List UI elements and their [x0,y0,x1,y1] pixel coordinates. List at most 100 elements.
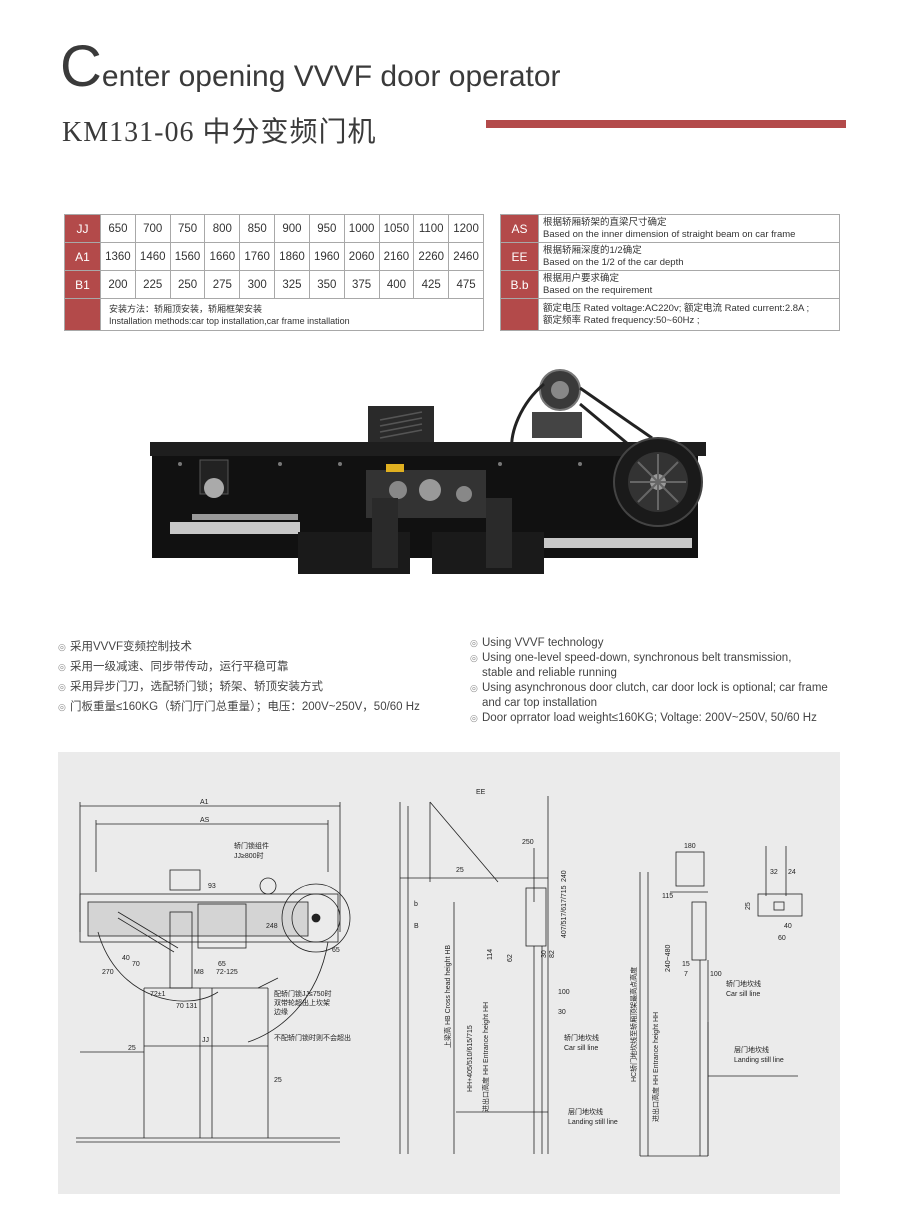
dim-62: 62 [507,954,514,962]
dim-as: AS [200,817,210,824]
dim-25d: 25 [745,902,752,910]
spec-cell: 1200 [448,214,484,243]
dim-65b: 65 [218,961,226,968]
dim-25: 25 [274,1077,282,1084]
label-car-sill-en2: Car sill line [726,991,760,998]
spec-cell: 650 [100,214,136,243]
dim-180: 180 [684,843,696,850]
spec-cell: 1000 [343,214,380,243]
note-no-lock: 不配轿门锁时则不会超出 [274,1033,351,1042]
label-hh: HH+405/510/615/715 [467,1025,474,1092]
rating-line: 额定频率 Rated frequency:50~60Hz ; [543,314,700,326]
spec-cell: 1100 [413,214,450,243]
spec-cell: 425 [413,270,450,299]
label-car-lock: 轿门锁组件 [234,841,269,850]
dim-60: 60 [778,935,786,942]
dim-b: b [414,901,418,908]
spec-cell: 800 [204,214,241,243]
dim-40b: 40 [784,923,792,930]
notes-label-empty [500,298,539,331]
spec-cell: 1460 [134,242,171,271]
label-entrance-hh2: 进出口高度 HH Entrance height HH [651,1012,660,1122]
spec-cell: 1660 [204,242,241,271]
feature-item: ◎采用VVVF变频控制技术 [58,640,420,655]
features-cn-list: ◎采用VVVF变频控制技术 ◎ 采用一级减速、同步带传动，运行平稳可靠 ◎ 采用异步… [58,640,420,720]
spec-cell: 1360 [100,242,136,271]
dim-a1: A1 [200,799,209,806]
dim-7: 7 [684,971,688,978]
install-cn: 安装方法：轿厢顶安装，轿厢框架安装 [109,303,263,314]
feature-text: and car top installation [482,697,598,709]
label-car-sill-cn: 轿门地坎线 [564,1033,599,1042]
spec-row-b1: B1 200 225 250 275 300 325 350 375 400 4… [64,270,484,299]
label-entrance-hh: 进出口高度 HH Entrance height HH [481,1002,490,1112]
dim-24: 24 [788,869,796,876]
feature-text: 采用异步门刀，选配轿门锁；轿架、轿顶安装方式 [70,681,323,693]
bullet-icon: ◎ [470,713,478,723]
spec-row-jj: JJ 650 700 750 800 850 900 950 1000 1050… [64,214,484,243]
dim-82: 82 [549,950,556,958]
bullet-icon: ◎ [470,653,478,663]
spec-cell: 2060 [343,242,380,271]
page-subtitle: KM131-06 中分变频门机 [62,117,377,148]
notes-en: Based on the 1/2 of the car depth [543,256,684,268]
spec-row-a1: A1 1360 1460 1560 1660 1760 1860 1960 20… [64,242,484,271]
spec-cell: 2160 [378,242,415,271]
spec-cell: 700 [134,214,171,243]
dim-40: 40 [122,955,130,962]
bullet-icon: ◎ [58,662,66,672]
dim-72-125: 72-125 [216,969,238,976]
dim-240: 240 [561,870,568,882]
spec-cell: 275 [204,270,241,299]
label-landing-cn2: 层门地坎线 [734,1045,769,1054]
notes-label: EE [500,242,539,271]
dim-115: 115 [662,893,673,900]
feature-text: Using asynchronous door clutch, car door… [482,682,828,694]
install-en: Installation methods:car top installatio… [109,315,350,326]
dim-range: 407/517/617/715 [561,885,568,938]
dim-70: 70 [132,961,140,968]
spec-row-install: 安装方法：轿厢顶安装，轿厢框架安装 Installation methods:c… [64,298,484,331]
note-750: 边缘 [274,1007,288,1016]
bullet-icon: ◎ [470,683,478,693]
feature-item: ◎Using one-level speed-down, synchronous… [470,651,828,666]
feature-text: Door oprrator load weight≤160KG; Voltage… [482,712,817,724]
label-m8: M8 [194,969,204,976]
notes-en: Based on the inner dimension of straight… [543,228,796,240]
feature-item-cont: and car top installation [470,696,828,711]
spec-cell: 2460 [448,242,484,271]
dim-jj: JJ [202,1037,209,1044]
label-hc: HC轿门地坎线至轿厢顶架最高点高度 [629,967,638,1082]
note-750: 双带轮超出上坎架 [274,998,330,1007]
spec-label-empty [64,298,101,331]
spec-cell: 1960 [308,242,345,271]
page-title: Center opening VVVF door operator [60,38,561,96]
spec-label: B1 [64,270,101,299]
spec-cell: 225 [134,270,171,299]
feature-text: stable and reliable running [482,667,617,679]
bullet-icon: ◎ [58,682,66,692]
bullet-icon: ◎ [58,702,66,712]
dim-ee: EE [476,789,486,796]
dim-100b: 100 [710,971,722,978]
label-landing-en: Landing still line [568,1119,618,1126]
feature-item-cont: stable and reliable running [470,666,828,681]
bullet-icon: ◎ [470,638,478,648]
notes-en: Based on the requirement [543,284,653,296]
technical-drawing: A1 AS 轿门锁组件 JJ≥800时 93 248 65 270 40 70 … [58,752,840,1194]
spec-label: A1 [64,242,101,271]
dim-240-480: 240~480 [665,944,672,972]
label-car-sill-en: Car sill line [564,1045,598,1052]
feature-text: 采用一级减速、同步带传动，运行平稳可靠 [70,661,289,673]
label-landing-cn: 层门地坎线 [568,1107,603,1116]
feature-text: 门板重量≤160KG（轿门厅门总重量）；电压：200V~250V，50/60 H… [70,701,420,713]
rating-line: 额定电压 Rated voltage:AC220v; 额定电流 Rated cu… [543,302,810,314]
feature-item: ◎ 门板重量≤160KG（轿门厅门总重量）；电压：200V~250V，50/60 … [58,700,420,715]
dim-30: 30 [541,950,548,958]
spec-cell: 400 [378,270,415,299]
dim-70-131: 70 131 [176,1003,198,1010]
